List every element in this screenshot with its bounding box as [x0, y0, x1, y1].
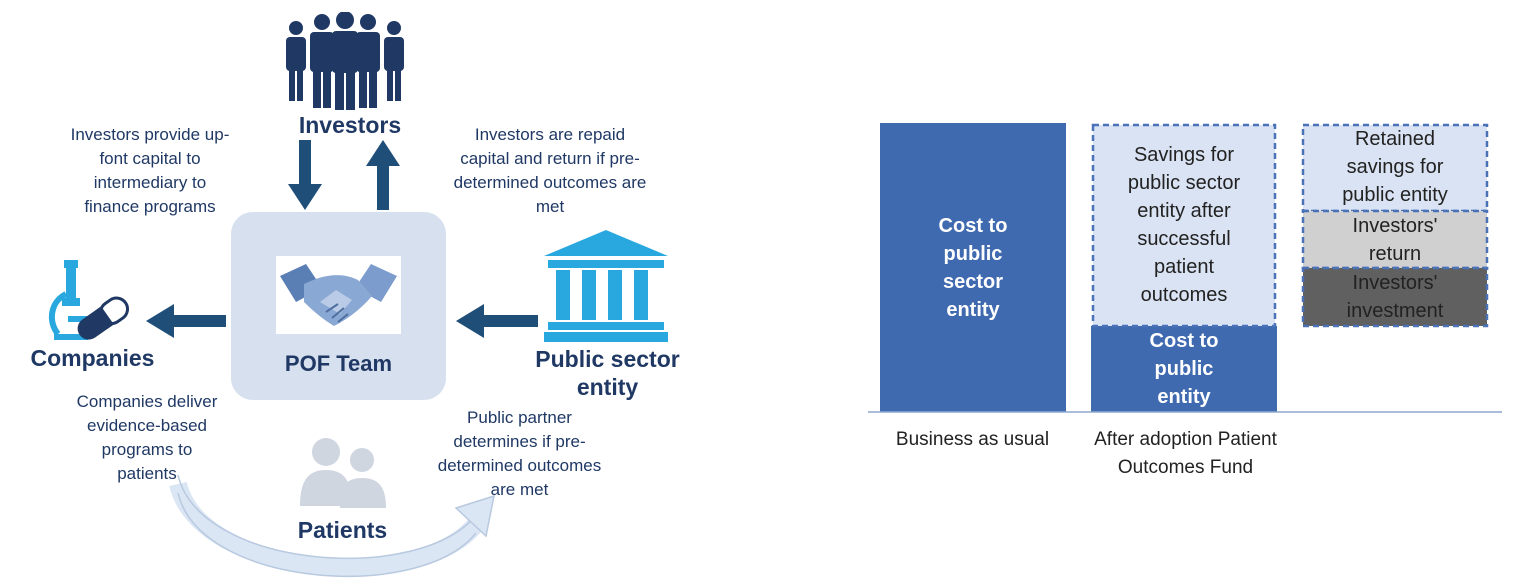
note-investors-provide: Investors provide up-font capital to int… — [70, 125, 230, 216]
bar-after-cost-label: Cost to public entity — [1091, 326, 1277, 412]
bank-building-icon — [544, 230, 668, 342]
bar-bau-cost-text: Cost to public sector entity — [938, 214, 1008, 321]
pof-team-label: POF Team — [284, 351, 393, 376]
arrow-up-icon — [366, 140, 400, 210]
bar-retained-text: Retained savings for public entity — [1342, 128, 1448, 206]
curved-arrow-icon — [169, 474, 495, 577]
investors-icon — [286, 12, 404, 110]
bar-investment-label: Investors' investment — [1302, 268, 1488, 326]
public-sector-label: Public sector entity — [535, 346, 680, 400]
note-companies: Companies deliver evidence-based program… — [76, 392, 218, 483]
companies-label: Companies — [30, 345, 155, 371]
note-public-partner: Public partner determines if pre-determi… — [437, 408, 602, 499]
bar-after-savings — [1091, 123, 1277, 328]
investors-label: Investors — [298, 112, 402, 138]
note-investors-repaid: Investors are repaid capital and return … — [453, 125, 647, 216]
bar-retained-label: Retained savings for public entity — [1302, 124, 1488, 210]
bar-return-label: Investors' return — [1302, 211, 1488, 268]
bar-return-text: Investors' return — [1352, 214, 1438, 265]
bar-after-savings-label: Savings for public sector entity after s… — [1091, 123, 1277, 326]
patients-icon — [300, 438, 386, 508]
bar-bau-cost — [880, 123, 1066, 412]
bar-investors-return — [1301, 209, 1489, 270]
bar-after-cost — [1091, 326, 1277, 412]
bar-after-cost-text: Cost to public entity — [1149, 330, 1219, 408]
handshake-icon — [276, 256, 401, 334]
arrow-from-public-icon — [456, 304, 538, 338]
bar-bau-cost-label: Cost to public sector entity — [880, 123, 1066, 412]
bar-investment-text: Investors' investment — [1346, 272, 1444, 322]
microscope-pill-icon — [48, 260, 129, 340]
arrow-down-icon — [288, 140, 322, 210]
cost-chart — [868, 123, 1502, 413]
bar-investors-investment — [1301, 266, 1489, 328]
category-label-bau: Business as usual — [895, 429, 1050, 450]
bar-after-savings-text: Savings for public sector entity after s… — [1127, 143, 1241, 306]
arrow-to-companies-icon — [146, 304, 226, 338]
patients-label: Patients — [297, 517, 388, 543]
category-label-after: After adoption Patient Outcomes Fund — [1094, 429, 1277, 478]
